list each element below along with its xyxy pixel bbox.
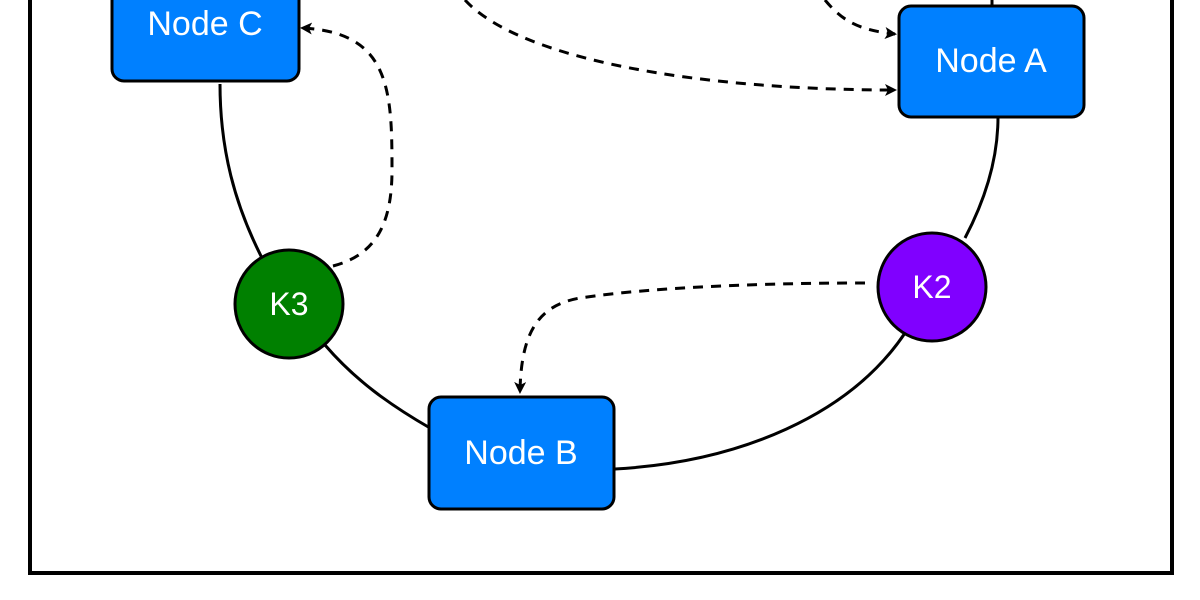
mapping-arrow-incoming-upper-to-nodea xyxy=(823,0,897,39)
key-k3: K3 xyxy=(233,248,345,360)
diagram-frame xyxy=(28,0,1174,575)
node-b-label: Node B xyxy=(464,434,577,472)
mapping-arrow-k2-to-nodeb xyxy=(514,281,866,394)
node-a: Node A xyxy=(897,4,1086,119)
key-k2-circle xyxy=(876,231,988,343)
ring-edge-k2-nodea xyxy=(963,116,1000,239)
key-k3-circle xyxy=(233,248,345,360)
node-c-label: Node C xyxy=(147,5,262,43)
ring-edge-k3-nodeb xyxy=(323,344,431,430)
node-c-box xyxy=(110,0,301,83)
mapping-arrow-k3-to-nodec xyxy=(300,22,394,268)
ring-edge-nodeb-k2 xyxy=(614,332,907,471)
mapping-arrow-incoming-lower-to-nodea xyxy=(463,0,897,96)
node-a-box xyxy=(897,4,1086,119)
key-k2: K2 xyxy=(876,231,988,343)
node-c: Node C xyxy=(110,0,301,83)
ring-edge-nodec-k3 xyxy=(218,83,264,259)
node-a-label: Node A xyxy=(935,42,1047,80)
node-b: Node B xyxy=(427,395,616,511)
key-k2-label: K2 xyxy=(912,269,951,305)
key-k3-label: K3 xyxy=(269,286,308,322)
node-b-box xyxy=(427,395,616,511)
